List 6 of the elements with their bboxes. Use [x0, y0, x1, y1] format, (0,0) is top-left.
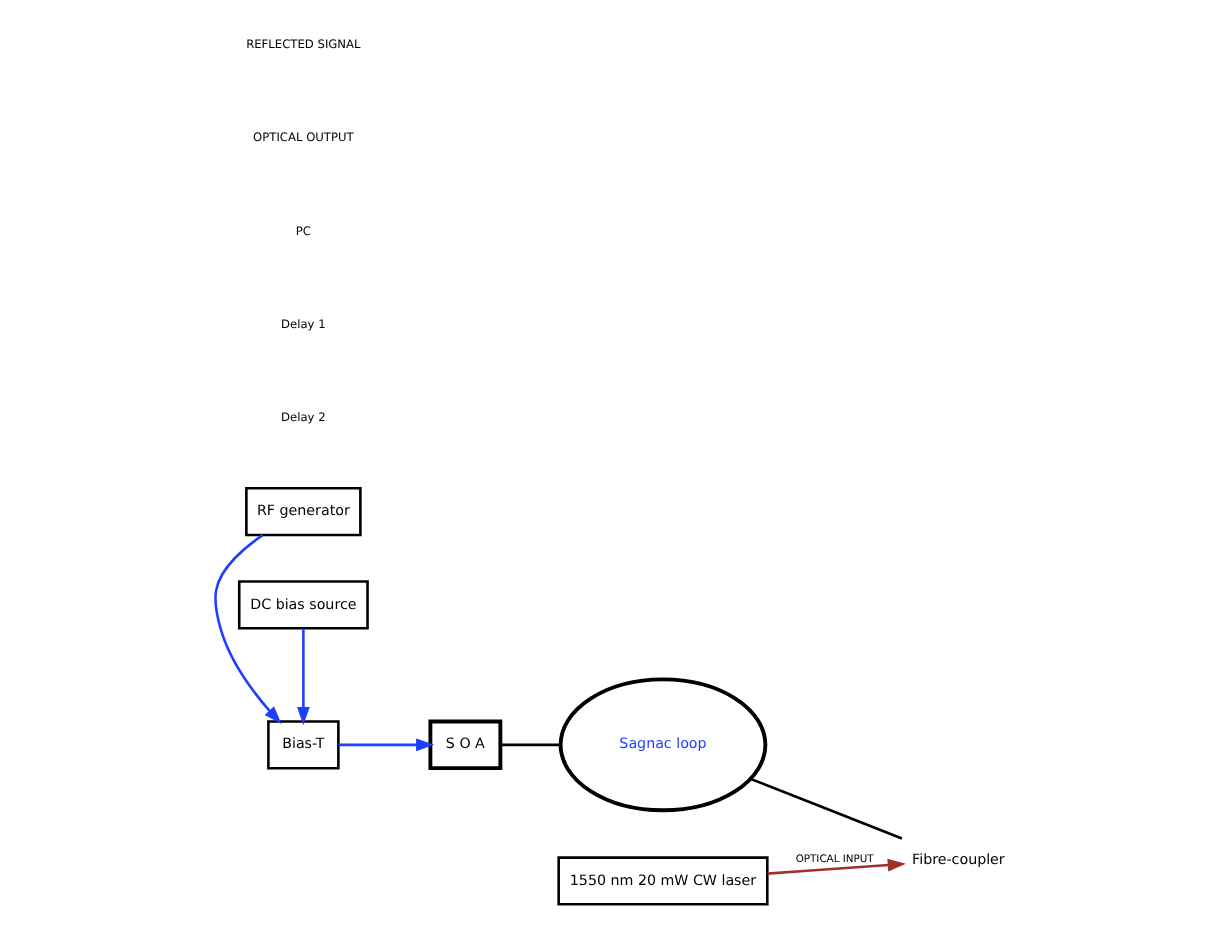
arrow	[766, 858, 905, 875]
arrow	[337, 738, 434, 752]
connector	[499, 743, 560, 747]
arrow	[296, 628, 309, 726]
arrow	[213, 534, 281, 725]
connector	[749, 777, 902, 840]
